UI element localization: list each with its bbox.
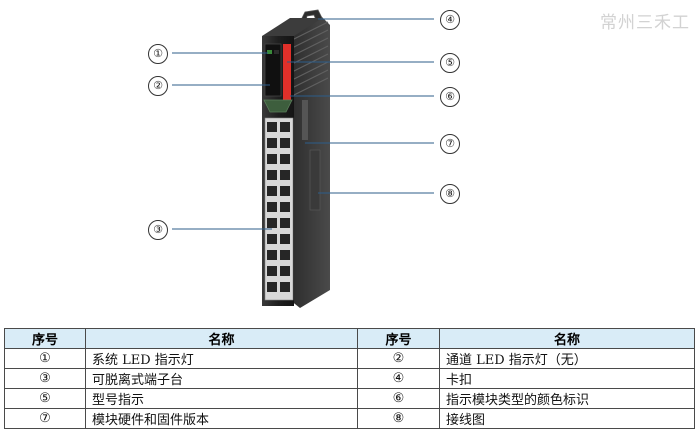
callout-6: ⑥ — [440, 87, 460, 107]
system-led-window — [264, 43, 282, 97]
row-name: 模块硬件和固件版本 — [85, 408, 358, 429]
terminal-holes — [267, 122, 290, 292]
io-module-illustration — [172, 9, 434, 308]
row-name: 接线图 — [439, 408, 695, 429]
row-name: 指示模块类型的颜色标识 — [439, 388, 695, 409]
row-index: ② — [357, 348, 440, 369]
component-table: 序号 名称 序号 名称 ① 系统 LED 指示灯 ② 通道 LED 指示灯（无）… — [4, 328, 695, 429]
table-row: ⑦ 模块硬件和固件版本 ⑧ 接线图 — [4, 408, 695, 429]
row-index: ⑤ — [4, 388, 86, 409]
row-name: 型号指示 — [85, 388, 358, 409]
row-index: ⑦ — [4, 408, 86, 429]
cooling-fins — [291, 21, 329, 97]
row-index: ③ — [4, 368, 86, 389]
leader-lines — [172, 18, 434, 230]
header-name: 名称 — [439, 328, 695, 349]
callout-2: ② — [148, 76, 168, 96]
callout-5: ⑤ — [440, 53, 460, 73]
row-index: ① — [4, 348, 86, 369]
row-name: 可脱离式端子台 — [85, 368, 358, 389]
row-name: 通道 LED 指示灯（无） — [439, 348, 695, 369]
callout-4: ④ — [440, 10, 460, 30]
callout-3: ③ — [148, 220, 168, 240]
row-index: ⑧ — [357, 408, 440, 429]
table-row: ③ 可脱离式端子台 ④ 卡扣 — [4, 368, 695, 389]
header-index: 序号 — [357, 328, 440, 349]
table-row: ⑤ 型号指示 ⑥ 指示模块类型的颜色标识 — [4, 388, 695, 409]
row-index: ④ — [357, 368, 440, 389]
version-label — [302, 100, 308, 140]
row-name: 系统 LED 指示灯 — [85, 348, 358, 369]
table-header-row: 序号 名称 序号 名称 — [4, 328, 695, 349]
callout-1: ① — [148, 44, 168, 64]
channel-led — [274, 50, 279, 54]
table-row: ① 系统 LED 指示灯 ② 通道 LED 指示灯（无） — [4, 348, 695, 369]
row-index: ⑥ — [357, 388, 440, 409]
type-color-strip — [283, 44, 291, 100]
header-name: 名称 — [85, 328, 358, 349]
wiring-diagram-label — [309, 149, 321, 211]
module-top-cap — [262, 18, 322, 36]
callout-7: ⑦ — [440, 134, 460, 154]
module-figure: ① ② ③ ④ ⑤ ⑥ ⑦ ⑧ 常州三禾工 — [148, 9, 690, 308]
front-latch — [263, 99, 293, 113]
row-name: 卡扣 — [439, 368, 695, 389]
system-led — [267, 50, 272, 54]
watermark: 常州三禾工 — [600, 13, 690, 33]
callout-8: ⑧ — [440, 184, 460, 204]
header-index: 序号 — [4, 328, 86, 349]
